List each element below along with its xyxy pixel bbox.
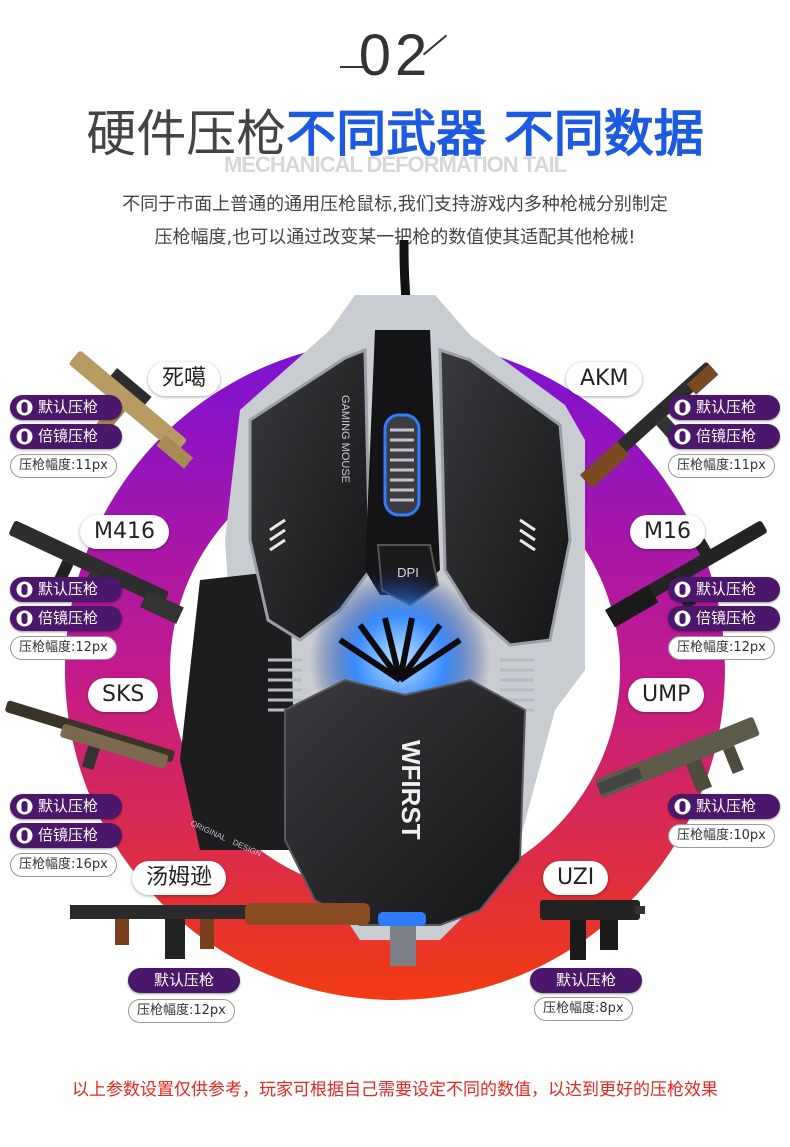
weapon-images (5, 351, 767, 960)
mouse-icon (674, 581, 691, 598)
description-line-2: 压枪幅度,也可以通过改变某一把枪的数值使其适配其他枪械! (154, 227, 636, 248)
weapon-name-akm: AKM (566, 362, 643, 396)
default-recoil-button-ump[interactable]: 默认压枪 (668, 794, 780, 819)
weapon-name-scar: 死噶 (148, 362, 221, 396)
recoil-value-uzi: 压枪幅度:8px (534, 997, 633, 1021)
mouse-icon (674, 610, 691, 627)
weapon-name-m416: M416 (80, 515, 169, 549)
default-recoil-button-scar[interactable]: 默认压枪 (10, 395, 122, 420)
recoil-value-m16: 压枪幅度:12px (668, 636, 775, 660)
default-recoil-button-uzi[interactable]: 默认压枪 (530, 968, 642, 993)
scope-recoil-button-m416[interactable]: 倍镜压枪 (10, 606, 122, 631)
mouse-icon (16, 428, 33, 445)
sks-rifle-image (5, 700, 175, 770)
description-line-1: 不同于市面上普通的通用压枪鼠标,我们支持游戏内多种枪械分别制定 (122, 194, 668, 215)
mouse-icon (16, 581, 33, 598)
product-stage: GAMING MOUSE DPI WFIRST ORIGINAL DESIGN … (0, 240, 790, 1060)
default-recoil-button-akm[interactable]: 默认压枪 (668, 395, 780, 420)
dpi-label: DPI (397, 565, 419, 580)
number-dash-left (340, 66, 364, 68)
mouse-icon (674, 428, 691, 445)
uzi-smg-image (540, 900, 645, 960)
title-blue: 不同武器 不同数据 (286, 105, 704, 163)
scope-recoil-button-m16[interactable]: 倍镜压枪 (668, 606, 780, 631)
mouse-icon (16, 399, 33, 416)
mouse-icon (674, 399, 691, 416)
ring-and-mouse-graphic: GAMING MOUSE DPI WFIRST ORIGINAL DESIGN (5, 240, 767, 1000)
recoil-value-scar: 压枪幅度:11px (10, 454, 117, 478)
default-recoil-button-m16[interactable]: 默认压枪 (668, 577, 780, 602)
mouse-icon (16, 827, 33, 844)
mouse-icon (16, 610, 33, 627)
section-number: 02 (0, 22, 790, 89)
thompson-smg-image (70, 903, 370, 959)
scope-recoil-button-sks[interactable]: 倍镜压枪 (10, 823, 122, 848)
weapon-name-ump: UMP (628, 678, 705, 712)
weapon-name-m16: M16 (630, 515, 705, 549)
title-gray: 硬件压枪 (86, 105, 287, 163)
default-recoil-button-m416[interactable]: 默认压枪 (10, 577, 122, 602)
mouse-icon (16, 798, 33, 815)
scope-recoil-button-scar[interactable]: 倍镜压枪 (10, 424, 122, 449)
default-recoil-button-thompson[interactable]: 默认压枪 (128, 968, 240, 993)
brand-logo: WFIRST (396, 740, 426, 840)
recoil-value-m416: 压枪幅度:12px (10, 636, 117, 660)
page-subtitle: MECHANICAL DEFORMATION TAIL (223, 152, 567, 177)
scope-recoil-button-akm[interactable]: 倍镜压枪 (668, 424, 780, 449)
page-title: 硬件压枪不同武器 不同数据 (0, 94, 790, 166)
ump-smg-image (595, 717, 760, 798)
gaming-mouse (180, 295, 585, 966)
recoil-value-thompson: 压枪幅度:12px (128, 999, 235, 1023)
weapon-name-uzi: UZI (543, 861, 609, 895)
footer-note: 以上参数设置仅供参考，玩家可根据自己需要设定不同的数值，以达到更好的压枪效果 (72, 1080, 718, 1100)
recoil-value-akm: 压枪幅度:11px (668, 454, 775, 478)
recoil-value-sks: 压枪幅度:16px (10, 853, 117, 877)
mouse-icon (674, 798, 691, 815)
section-number-text: 02 (358, 23, 432, 88)
weapon-name-sks: SKS (88, 678, 159, 712)
default-recoil-button-sks[interactable]: 默认压枪 (10, 794, 122, 819)
mouse-side-text: GAMING MOUSE (339, 395, 351, 483)
weapon-name-thompson: 汤姆逊 (132, 861, 227, 895)
recoil-value-ump: 压枪幅度:10px (668, 824, 775, 848)
